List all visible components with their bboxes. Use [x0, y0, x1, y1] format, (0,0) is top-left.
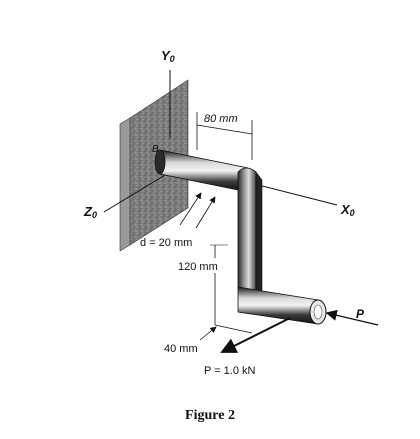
dimension-40mm: 40 mm	[164, 324, 253, 355]
label-80mm: 80 mm	[204, 113, 238, 125]
label-40mm: 40 mm	[164, 343, 198, 355]
dimension-diameter: d = 20 mm	[140, 192, 216, 249]
point-b-label: B	[152, 144, 159, 155]
label-force-p: P	[356, 307, 365, 321]
label-diameter: d = 20 mm	[140, 237, 192, 249]
axis-z-label: Z0	[83, 204, 97, 220]
dimension-120mm: 120 mm	[176, 244, 236, 325]
force-p-axial: P	[325, 307, 379, 326]
vertical-plate	[237, 167, 263, 296]
label-force-value: P = 1.0 kN	[204, 365, 256, 377]
axis-x-label: X0	[340, 202, 355, 218]
lower-rod	[237, 286, 327, 325]
axis-y-label: Y0	[161, 48, 175, 64]
force-p-transverse: P = 1.0 kN	[204, 317, 291, 377]
figure-caption: Figure 2	[185, 408, 235, 423]
dimension-80mm: 80 mm	[196, 112, 253, 160]
label-120mm: 120 mm	[178, 261, 218, 273]
